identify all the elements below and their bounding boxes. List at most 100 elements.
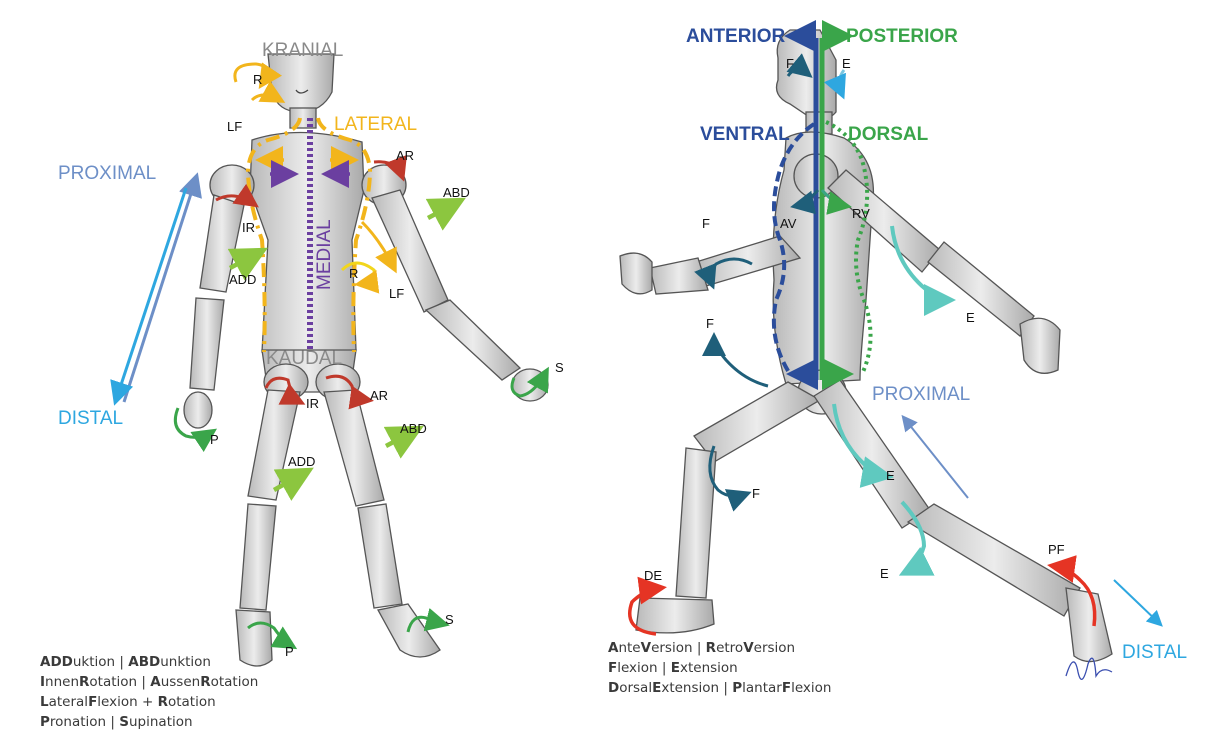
proximal-arrow-left xyxy=(124,178,196,402)
label-e-hip: E xyxy=(886,468,895,483)
label-e-knee: E xyxy=(880,566,889,581)
legend-rest: ronation xyxy=(50,714,106,730)
right-head xyxy=(777,30,837,119)
label-s-foot: S xyxy=(445,612,454,627)
legend-right: AnteVersion | RetroVersion Flexion | Ext… xyxy=(608,638,831,698)
label-proximal-left: PROXIMAL xyxy=(58,163,156,184)
legend-initial: V xyxy=(641,640,651,656)
legend-right-line-1: AnteVersion | RetroVersion xyxy=(608,638,831,658)
legend-right-line-3: DorsalExtension | PlantarFlexion xyxy=(608,678,831,698)
legend-separator: | xyxy=(106,714,119,730)
legend-rest: otation xyxy=(89,674,137,690)
legend-initial: ABD xyxy=(128,654,160,670)
legend-right-line-2: Flexion | Extension xyxy=(608,658,831,678)
legend-initial: S xyxy=(119,714,129,730)
label-av: AV xyxy=(780,216,797,231)
label-distal-left: DISTAL xyxy=(58,408,123,429)
legend-rest: otation xyxy=(211,674,259,690)
label-p-hand: P xyxy=(210,432,219,447)
legend-initial: R xyxy=(706,640,716,656)
label-rv: RV xyxy=(852,206,870,221)
label-lateral: LATERAL xyxy=(334,114,417,135)
legend-initial: A xyxy=(608,640,618,656)
legend-initial: F xyxy=(88,694,97,710)
legend-rest: uktion xyxy=(73,654,115,670)
legend-left-line-3: LateralFlexion + Rotation xyxy=(40,692,258,712)
label-ar-hip: AR xyxy=(370,388,388,403)
label-add-arm: ADD xyxy=(229,272,256,287)
label-anterior: ANTERIOR xyxy=(686,26,786,47)
legend-initial: P xyxy=(40,714,50,730)
label-ventral: VENTRAL xyxy=(700,124,790,145)
label-posterior: POSTERIOR xyxy=(846,26,958,47)
label-ar-shoulder: AR xyxy=(396,148,414,163)
legend-left-line-4: Pronation | Supination xyxy=(40,712,258,732)
legend-initial: F xyxy=(608,660,617,676)
left-torso xyxy=(250,132,364,352)
legend-rest: nte xyxy=(618,640,640,656)
legend-initial: A xyxy=(150,674,160,690)
label-p-foot: P xyxy=(285,644,294,659)
legend-separator: | xyxy=(137,674,150,690)
legend-initial: P xyxy=(732,680,742,696)
legend-rest: unktion xyxy=(160,654,211,670)
label-r-head: R xyxy=(253,72,262,87)
legend-rest: orsal xyxy=(619,680,652,696)
label-f-head: F xyxy=(786,56,794,71)
label-ir-hip: IR xyxy=(306,396,319,411)
legend-rest: xtension xyxy=(661,680,719,696)
distal-arrow-left xyxy=(116,188,186,400)
legend-separator: | xyxy=(719,680,732,696)
legend-initial: R xyxy=(200,674,210,690)
label-kaudal: KAUDAL xyxy=(266,348,342,369)
legend-rest: etro xyxy=(716,640,743,656)
label-ir-shoulder: IR xyxy=(242,220,255,235)
distal-arrow-right xyxy=(1114,580,1160,624)
legend-rest: upination xyxy=(129,714,193,730)
legend-rest: lexion + xyxy=(97,694,157,710)
legend-separator: | xyxy=(115,654,128,670)
legend-initial: D xyxy=(608,680,619,696)
legend-separator: | xyxy=(658,660,671,676)
legend-rest: ersion xyxy=(754,640,795,656)
label-kranial: KRANIAL xyxy=(262,40,343,61)
label-medial: MEDIAL xyxy=(314,219,335,290)
legend-initial: L xyxy=(40,694,49,710)
label-abd-leg: ABD xyxy=(400,421,427,436)
legend-rest: xtension xyxy=(680,660,738,676)
legend-separator: | xyxy=(693,640,706,656)
label-f-knee: F xyxy=(752,486,760,501)
legend-rest: nnen xyxy=(45,674,79,690)
legend-left: ADDuktion | ABDunktion InnenRotation | A… xyxy=(40,652,258,732)
label-lf-head: LF xyxy=(227,119,242,134)
label-e-elbow: E xyxy=(966,310,975,325)
left-figure-sketch xyxy=(184,54,548,666)
label-s-hand: S xyxy=(555,360,564,375)
legend-initial: V xyxy=(743,640,753,656)
label-distal-right: DISTAL xyxy=(1122,642,1187,663)
legend-rest: ateral xyxy=(49,694,88,710)
legend-rest: lexion xyxy=(617,660,657,676)
label-dorsal: DORSAL xyxy=(848,124,929,145)
legend-rest: ussen xyxy=(161,674,201,690)
label-pf: PF xyxy=(1048,542,1065,557)
legend-initial: ADD xyxy=(40,654,73,670)
left-head xyxy=(268,54,334,112)
legend-initial: F xyxy=(782,680,791,696)
label-f-hip: F xyxy=(706,316,714,331)
legend-initial: E xyxy=(671,660,680,676)
legend-initial: E xyxy=(652,680,661,696)
legend-rest: ersion xyxy=(651,640,692,656)
legend-rest: lantar xyxy=(742,680,782,696)
signature xyxy=(1066,658,1112,679)
label-abd-arm: ABD xyxy=(443,185,470,200)
legend-left-line-2: InnenRotation | AussenRotation xyxy=(40,672,258,692)
label-add-leg: ADD xyxy=(288,454,315,469)
label-lf-trunk: LF xyxy=(389,286,404,301)
legend-rest: otation xyxy=(168,694,216,710)
label-proximal-right: PROXIMAL xyxy=(872,384,970,405)
legend-initial: R xyxy=(158,694,168,710)
legend-rest: lexion xyxy=(791,680,831,696)
label-f-elbow: F xyxy=(702,216,710,231)
